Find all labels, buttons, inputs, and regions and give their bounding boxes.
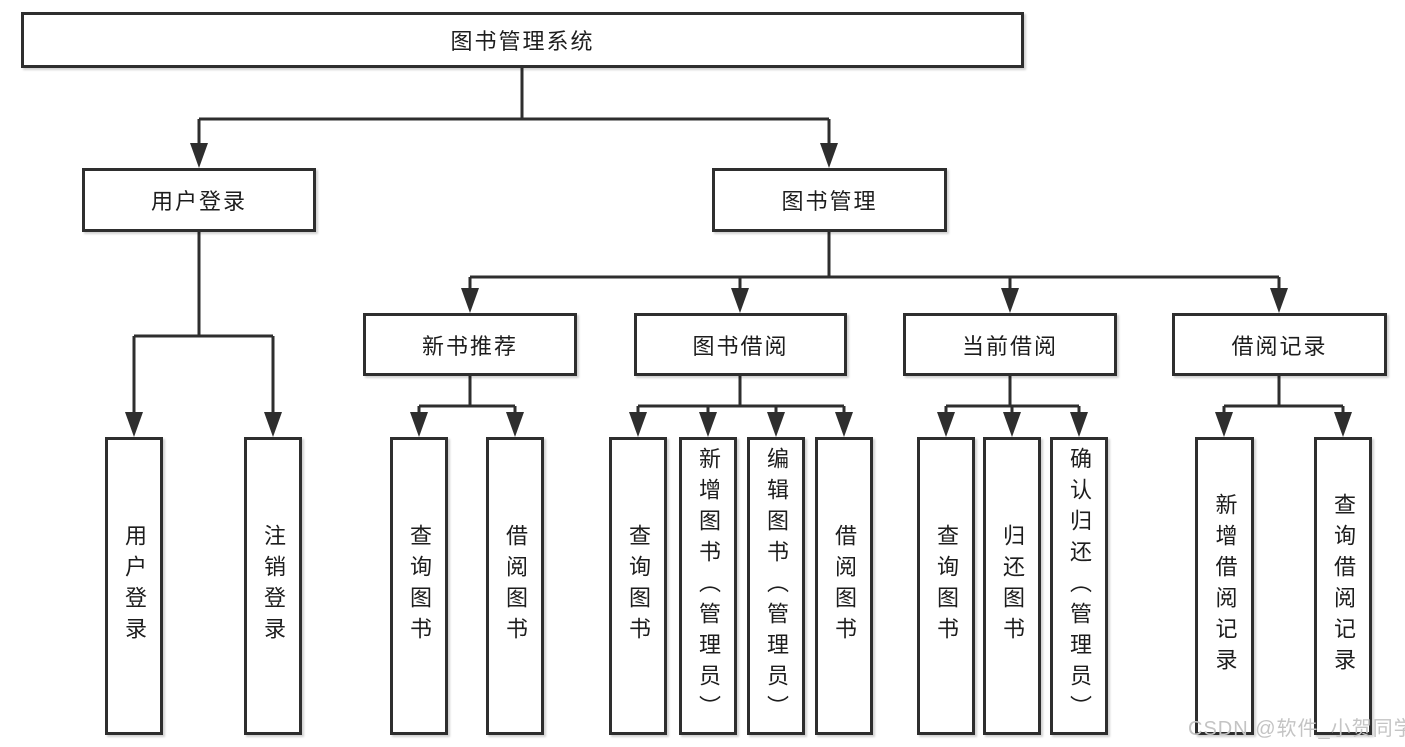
leaf-return-books: 归还图书 xyxy=(983,437,1041,735)
leaf-user-login: 用户登录 xyxy=(105,437,163,735)
leaf-borrow-books-recommend: 借阅图书 xyxy=(486,437,544,735)
leaf-query-books-recommend: 查询图书 xyxy=(390,437,448,735)
node-label: 注销登录 xyxy=(261,524,286,648)
node-new-book-recommend: 新书推荐 xyxy=(363,313,577,376)
node-label: 当前借阅 xyxy=(961,333,1058,359)
node-book-borrow: 图书借阅 xyxy=(634,313,847,376)
node-label: 借阅图书 xyxy=(503,524,528,648)
node-label: 查询图书 xyxy=(934,524,959,648)
node-label: 查询借阅记录 xyxy=(1331,493,1356,679)
leaf-query-books-current: 查询图书 xyxy=(917,437,975,735)
node-label: 查询图书 xyxy=(626,524,651,648)
leaf-add-borrow-record: 新增借阅记录 xyxy=(1195,437,1254,735)
node-label: 图书管理系统 xyxy=(450,29,595,54)
node-label: 图书管理 xyxy=(781,189,878,214)
leaf-borrow-books: 借阅图书 xyxy=(815,437,873,735)
leaf-query-books-borrow: 查询图书 xyxy=(609,437,667,735)
node-label: 新增借阅记录 xyxy=(1212,493,1238,679)
node-label: 用户登录 xyxy=(150,189,247,214)
node-label: 编辑图书（管理员） xyxy=(764,446,789,726)
node-label: 借阅图书 xyxy=(832,524,857,648)
leaf-edit-books-admin: 编辑图书（管理员） xyxy=(747,437,805,735)
leaf-logout: 注销登录 xyxy=(244,437,302,735)
leaf-confirm-return-admin: 确认归还（管理员） xyxy=(1050,437,1108,735)
node-current-borrow: 当前借阅 xyxy=(903,313,1117,376)
node-borrow-records: 借阅记录 xyxy=(1172,313,1387,376)
node-label: 确认归还（管理员） xyxy=(1067,446,1092,726)
node-label: 借阅记录 xyxy=(1231,333,1328,359)
node-label: 归还图书 xyxy=(1000,524,1025,648)
node-label: 用户登录 xyxy=(122,524,147,648)
leaf-add-books-admin: 新增图书（管理员） xyxy=(679,437,737,735)
node-user-login: 用户登录 xyxy=(82,168,316,232)
csdn-watermark: CSDN @软件_小贺同学 xyxy=(1188,718,1405,740)
node-label: 新增图书（管理员） xyxy=(696,446,721,726)
node-book-management: 图书管理 xyxy=(712,168,947,232)
node-label: 新书推荐 xyxy=(421,333,518,359)
leaf-query-borrow-record: 查询借阅记录 xyxy=(1314,437,1372,735)
node-library-management-system: 图书管理系统 xyxy=(21,12,1024,68)
node-label: 查询图书 xyxy=(407,524,432,648)
node-label: 图书借阅 xyxy=(692,333,789,359)
